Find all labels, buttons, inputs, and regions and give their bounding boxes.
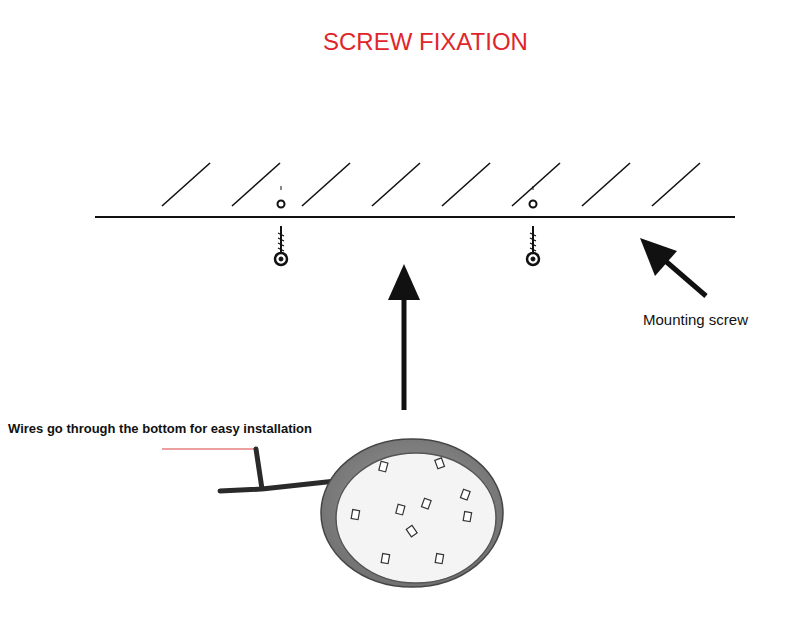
pointer-arrow [640,238,706,296]
diagram-title: SCREW FIXATION [323,28,528,56]
light-fixture [321,439,503,587]
leader-line [162,449,256,450]
wire [220,449,345,491]
mount-arrow [388,264,420,410]
ceiling-hatching [162,163,700,206]
screw-hole [278,186,537,208]
note-label: Wires go through the bottom for easy ins… [8,421,312,436]
screw [275,226,539,265]
ceiling-line [95,216,735,218]
callout-label: Mounting screw [643,311,748,328]
